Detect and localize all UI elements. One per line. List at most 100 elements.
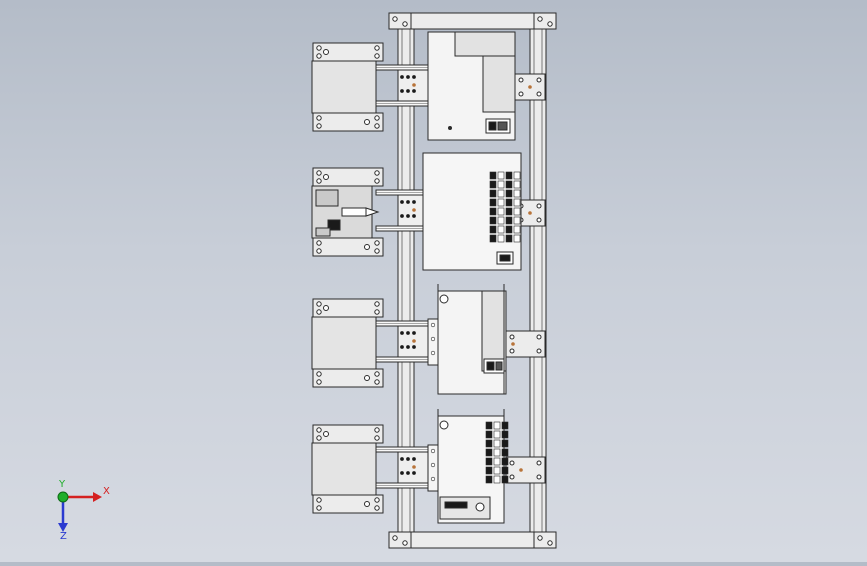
terminal-block-icon xyxy=(513,180,521,189)
terminal-block-icon xyxy=(485,475,493,484)
terminal-block-icon xyxy=(489,171,497,180)
gripper-finger xyxy=(341,207,367,217)
z-axis-label: Z xyxy=(60,531,67,542)
bolt-hole-icon xyxy=(374,379,380,385)
mount-hole-icon xyxy=(430,336,436,342)
fastener-accent-icon xyxy=(412,339,416,343)
bolt-hole-icon xyxy=(374,309,380,315)
bolt-hole-icon xyxy=(316,309,322,315)
terminal-block-icon xyxy=(489,207,497,216)
terminal-block-icon xyxy=(501,439,509,448)
terminal-block-icon xyxy=(501,466,509,475)
bolt-hole-icon xyxy=(374,301,380,307)
bolt-hole-icon xyxy=(316,379,322,385)
mount-hole-icon xyxy=(412,471,416,475)
bolt-hole-icon xyxy=(323,174,329,180)
terminal-block-icon xyxy=(497,207,505,216)
terminal-block-icon xyxy=(489,180,497,189)
mount-hole-icon xyxy=(400,75,404,79)
terminal-block-icon xyxy=(505,198,513,207)
fastener-accent-icon xyxy=(412,465,416,469)
y-axis-label: Y xyxy=(59,479,66,490)
terminal-block-icon xyxy=(493,439,501,448)
terminal-block-icon xyxy=(497,189,505,198)
bolt-hole-icon xyxy=(364,375,370,381)
bolt-hole-icon xyxy=(323,49,329,55)
terminal-block-icon xyxy=(489,216,497,225)
y-axis-indicator xyxy=(57,491,69,503)
terminal-block-array-icon xyxy=(489,171,521,243)
corner-plate-tr xyxy=(533,12,557,30)
terminal-block-icon xyxy=(513,225,521,234)
mount-hole-icon xyxy=(412,200,416,204)
terminal-block-icon xyxy=(485,439,493,448)
end-plate-bottom xyxy=(312,494,384,514)
terminal-block-icon xyxy=(505,225,513,234)
bolt-hole-icon xyxy=(316,427,322,433)
terminal-block-icon xyxy=(513,216,521,225)
bolt-hole-icon xyxy=(316,178,322,184)
gripper-sensor xyxy=(327,219,341,231)
terminal-block-icon xyxy=(513,189,521,198)
mount-hole-icon xyxy=(400,89,404,93)
control-board-1[interactable] xyxy=(427,31,516,141)
terminal-block-icon xyxy=(505,207,513,216)
bolt-hole-icon xyxy=(316,435,322,441)
terminal-block-icon xyxy=(505,234,513,243)
bolt-hole-icon xyxy=(374,248,380,254)
bolt-hole-icon xyxy=(374,371,380,377)
mount-hole-icon xyxy=(412,214,416,218)
terminal-block-icon xyxy=(505,180,513,189)
bolt-hole-icon xyxy=(316,115,322,121)
control-board-4[interactable] xyxy=(437,409,509,524)
bolt-hole-icon xyxy=(316,505,322,511)
bolt-hole-icon xyxy=(316,45,322,51)
end-plate-bottom xyxy=(312,368,384,388)
terminal-block-icon xyxy=(485,421,493,430)
terminal-block-icon xyxy=(493,475,501,484)
bolt-hole-icon xyxy=(374,240,380,246)
terminal-block-icon xyxy=(501,457,509,466)
corner-plate-bl xyxy=(388,531,412,549)
control-board-2[interactable] xyxy=(422,152,522,271)
gripper-mount xyxy=(315,227,331,237)
end-plate-bottom xyxy=(312,112,384,132)
cylinder-body xyxy=(311,442,377,496)
terminal-block-icon xyxy=(513,198,521,207)
bolt-hole-icon xyxy=(374,170,380,176)
mount-hole-icon xyxy=(400,345,404,349)
terminal-block-array-icon xyxy=(485,421,509,484)
cylinder-body xyxy=(311,316,377,370)
bolt-hole-icon xyxy=(316,301,322,307)
mount-hole-icon xyxy=(400,457,404,461)
fastener-accent-icon xyxy=(412,83,416,87)
terminal-block-icon xyxy=(505,171,513,180)
corner-plate-tl xyxy=(388,12,412,30)
terminal-block-icon xyxy=(493,466,501,475)
terminal-block-icon xyxy=(513,207,521,216)
terminal-block-icon xyxy=(497,225,505,234)
terminal-block-icon xyxy=(513,234,521,243)
terminal-block-icon xyxy=(497,180,505,189)
mount-hole-icon xyxy=(430,322,436,328)
bolt-hole-icon xyxy=(323,431,329,437)
mount-hole-icon xyxy=(406,471,410,475)
terminal-block-icon xyxy=(493,430,501,439)
terminal-block-icon xyxy=(489,234,497,243)
terminal-block-icon xyxy=(489,198,497,207)
terminal-block-icon xyxy=(501,475,509,484)
bolt-hole-icon xyxy=(316,248,322,254)
bolt-hole-icon xyxy=(364,244,370,250)
mount-hole-icon xyxy=(412,345,416,349)
control-board-3[interactable] xyxy=(437,284,507,395)
terminal-block-icon xyxy=(493,421,501,430)
bolt-hole-icon xyxy=(364,119,370,125)
mount-hole-icon xyxy=(412,331,416,335)
mount-hole-icon xyxy=(430,462,436,468)
bolt-hole-icon xyxy=(316,371,322,377)
terminal-block-icon xyxy=(485,457,493,466)
mount-hole-icon xyxy=(406,89,410,93)
fastener-accent-icon xyxy=(412,208,416,212)
